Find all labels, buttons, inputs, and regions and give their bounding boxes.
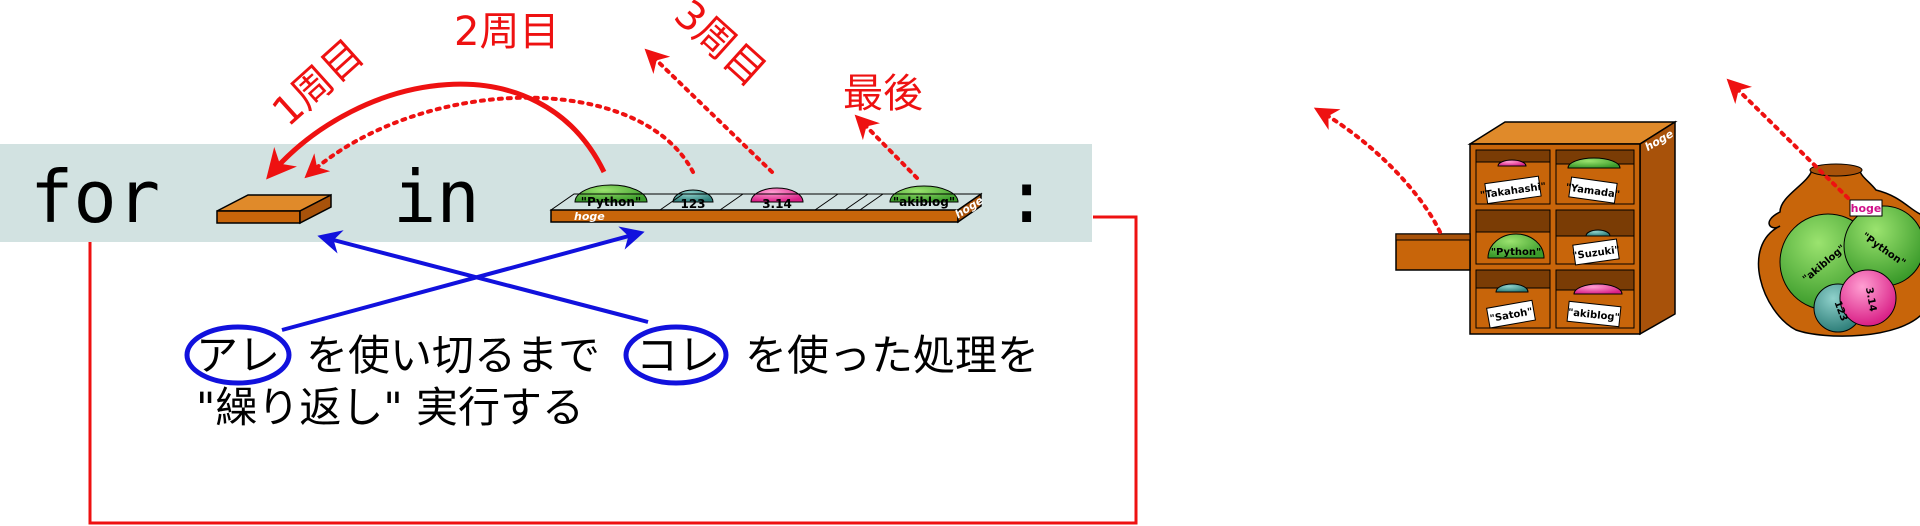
- explanation-are: アレ: [196, 331, 280, 380]
- bag-illustration: hoge "akiblog" "Python" 123 3.14: [1757, 163, 1920, 337]
- bag-ball-label: 3.14: [1863, 286, 1878, 312]
- explanation-line2: "繰り返し" 実行する: [196, 383, 584, 432]
- explanation-mid: を使い切るまで: [306, 331, 600, 380]
- second-iteration-label: 2周目: [454, 9, 559, 55]
- cabinet-illustration: hoge "Takahashi" "Yamada" "Python" "Suzu…: [1395, 120, 1678, 336]
- tray-ball-label: "akiblog": [893, 195, 955, 209]
- cabinet-draw-arrow: [1313, 107, 1442, 234]
- first-iteration-label: 1周目: [264, 31, 373, 136]
- are-circle: [184, 324, 292, 386]
- tray-ball-label: 3.14: [762, 197, 792, 211]
- third-iteration-label: 3周目: [665, 0, 774, 96]
- tray-name-label: hoge: [574, 210, 605, 223]
- are-to-iterable-arrow: [281, 226, 645, 332]
- last-iteration-arrow: [854, 114, 919, 180]
- cabinet-tag-label: "Python": [1491, 247, 1541, 258]
- last-iteration-label: 最後: [843, 71, 923, 117]
- in-keyword: in: [393, 155, 480, 239]
- first-iteration-arrow: [266, 81, 607, 180]
- kore-circle: [623, 324, 729, 386]
- kore-to-variable-arrow: [317, 230, 649, 324]
- tray-ball-label: 123: [680, 197, 705, 211]
- tray-ball-label: "Python": [581, 195, 641, 209]
- iterable-tray: "Python" 123 3.14 "akiblog" hoge hoge: [549, 184, 986, 224]
- loop-variable-tray: [216, 193, 332, 225]
- loop-back-line: [88, 215, 1138, 525]
- third-iteration-arrow: [644, 48, 774, 174]
- second-iteration-arrow: [304, 95, 695, 179]
- colon: :: [1005, 155, 1048, 239]
- for-keyword: for: [30, 155, 160, 239]
- explanation-end: を使った処理を: [745, 331, 1039, 380]
- bag-draw-arrow: [1726, 78, 1850, 200]
- cabinet-tag-label: "akiblog": [1567, 307, 1620, 323]
- bag-name-label: hoge: [1851, 202, 1882, 215]
- explanation-kore: コレ: [636, 331, 720, 380]
